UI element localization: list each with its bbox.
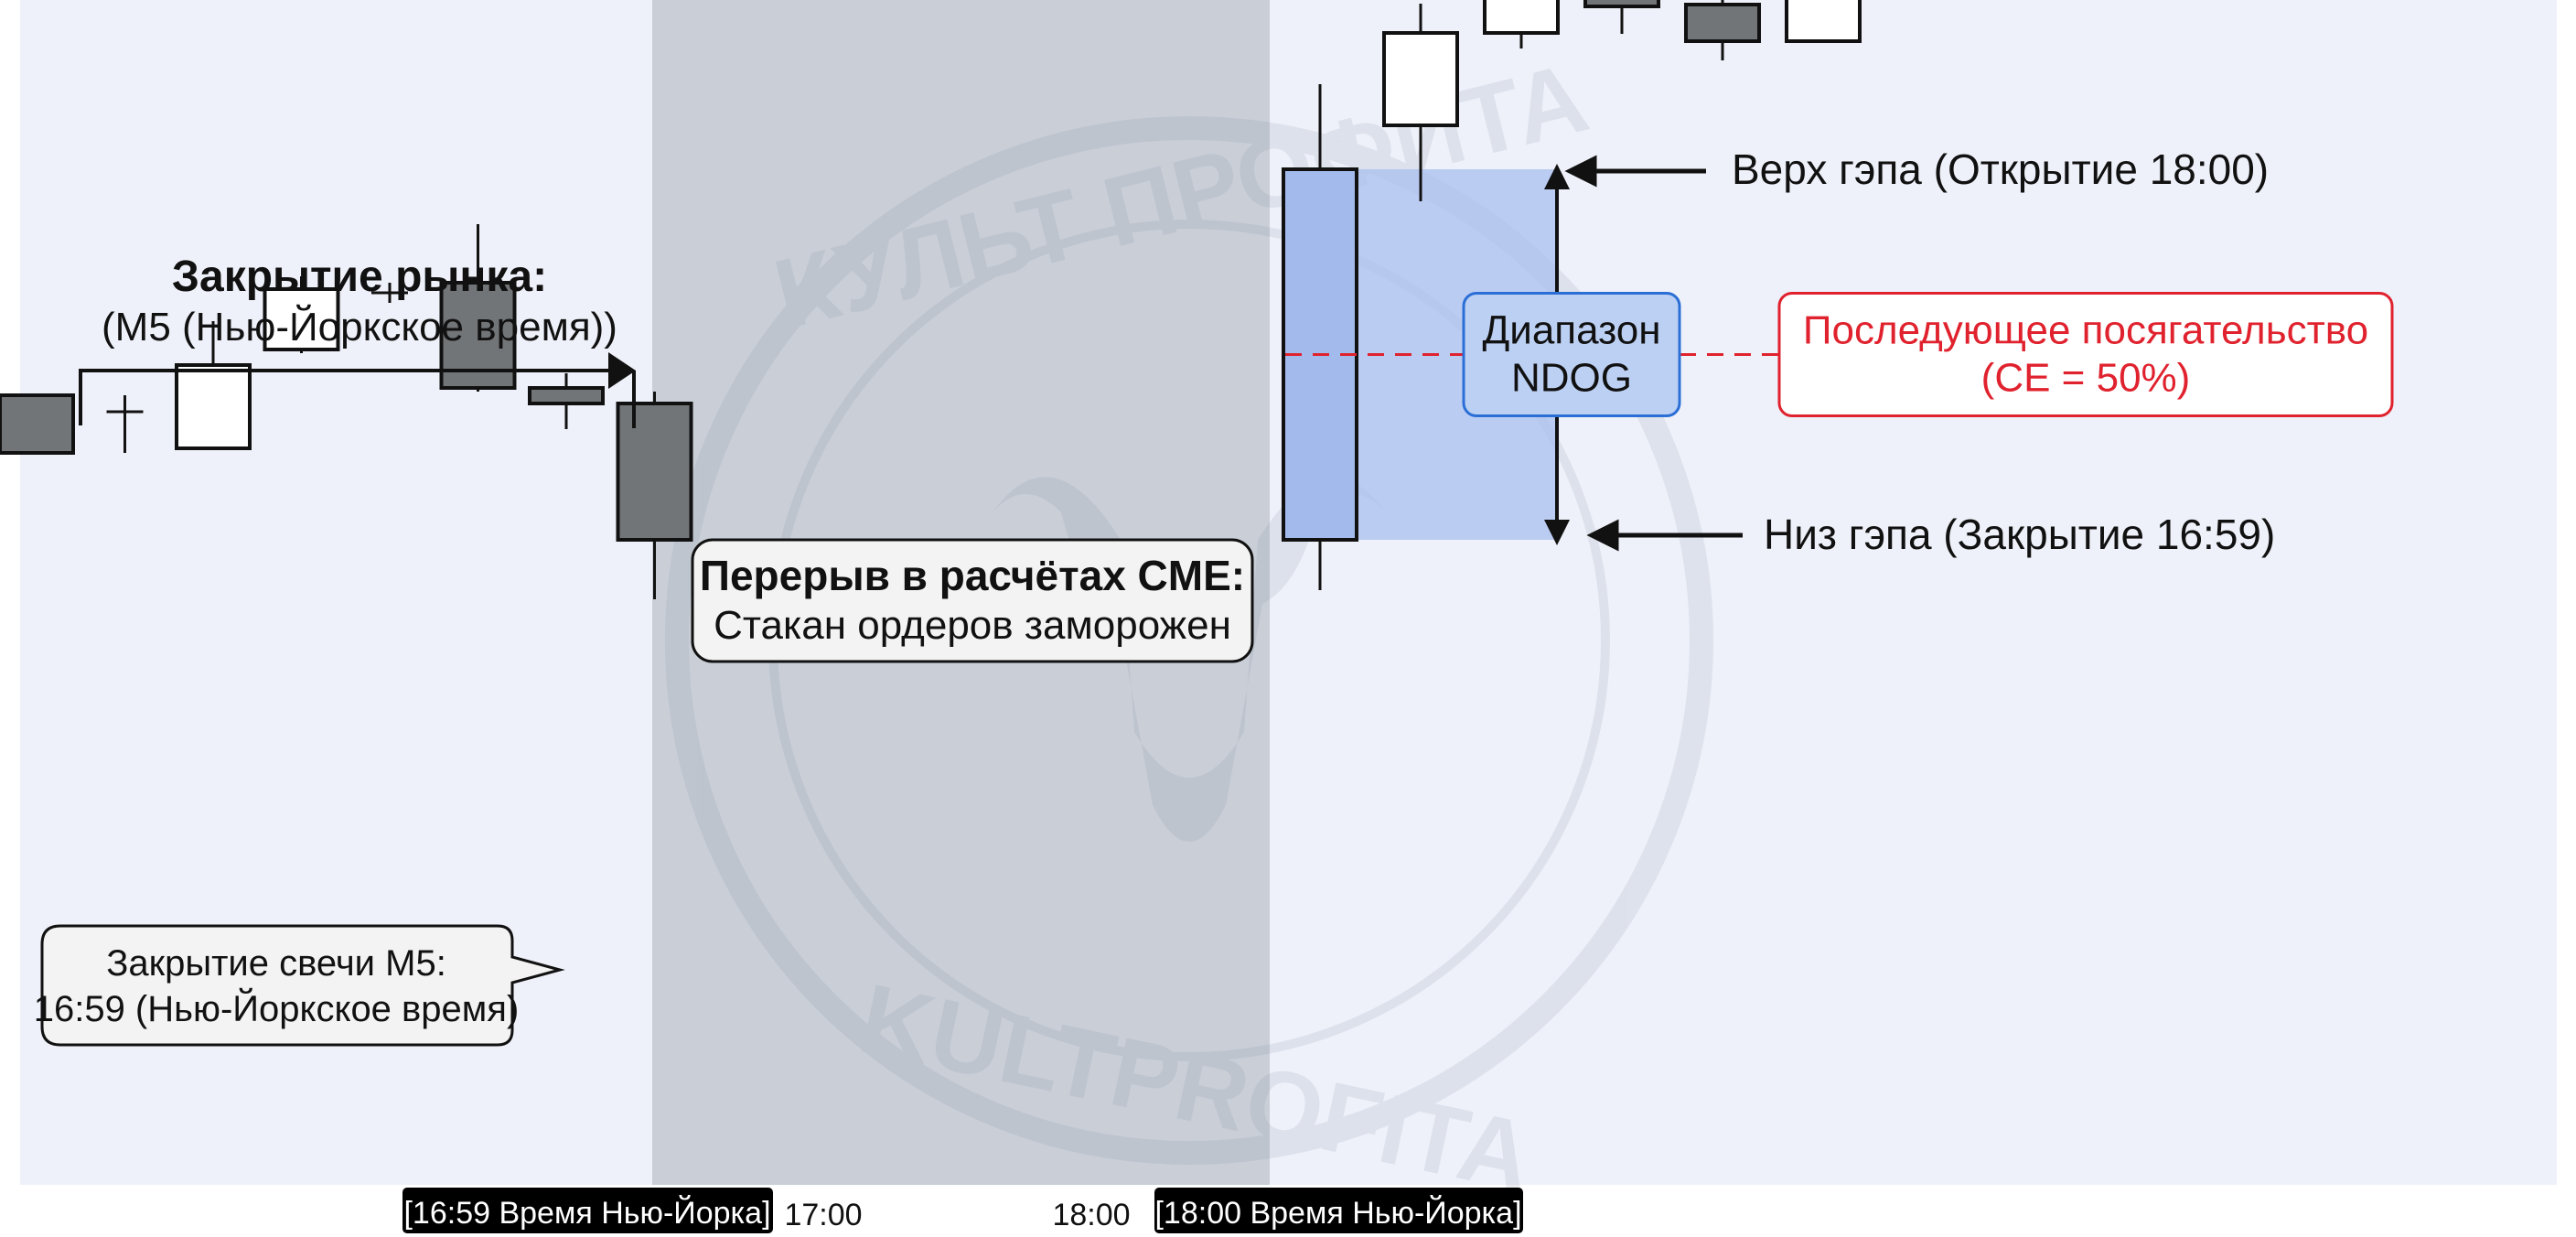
ce-label-line1: Последующее посягательство — [1803, 308, 2368, 353]
ndog-label-line1: Диапазон — [1482, 308, 1660, 353]
candle-body — [1382, 31, 1459, 127]
pre-close-candle — [616, 392, 693, 599]
callout-line2: 16:59 (Нью-Йоркское время) — [34, 987, 520, 1029]
post-open-candle — [1583, 0, 1660, 34]
close-bracket — [79, 369, 611, 425]
candle-body — [1684, 3, 1761, 43]
pre-close-candle — [371, 283, 408, 303]
callout-line1: Закрытие свечи M5: — [106, 943, 446, 984]
candle-body — [1785, 0, 1862, 43]
x-tick-1800: 18:00 — [1052, 1198, 1130, 1232]
gap-top-label: Верх гэпа (Открытие 18:00) — [1732, 145, 2269, 193]
pre-close-candle — [263, 276, 340, 353]
candle-body — [528, 386, 605, 405]
cme-pause-frame — [691, 538, 1254, 663]
pre-close-candle — [175, 321, 252, 450]
candle-body — [263, 287, 340, 351]
pre-close-candle — [528, 373, 605, 429]
time-tag-left-text: [16:59 Время Нью-Йорка] — [403, 1196, 770, 1231]
pre-close-candle — [106, 395, 144, 453]
close-bracket-arrowhead — [608, 352, 636, 389]
cme-pause-title: Перерыв в расчётах CME: — [700, 552, 1245, 599]
chart-title: Закрытие рынка: — [172, 253, 547, 301]
ndog-box — [1462, 292, 1681, 417]
candle-body — [1583, 0, 1660, 8]
ndog-label-box: Диапазон NDOG — [1462, 292, 1681, 417]
callout-bubble — [40, 924, 565, 1047]
ce-box — [1777, 292, 2394, 417]
ndog-label-line2: NDOG — [1511, 356, 1632, 401]
candle-body — [0, 393, 75, 455]
close-candle-callout: Закрытие свечи M5: 16:59 (Нью-Йоркское в… — [34, 924, 565, 1047]
gap-bottom-label: Низ гэпа (Закрытие 16:59) — [1764, 511, 2275, 558]
time-tag-right — [1154, 1188, 1523, 1233]
post-open-candle — [1684, 0, 1761, 60]
ce-label-box: Последующее посягательство (CE = 50%) — [1777, 292, 2394, 417]
post-open-candle — [1483, 0, 1560, 48]
right-border — [2557, 0, 2576, 1237]
post-open-candle — [1382, 4, 1459, 201]
chart-subtitle: (M5 (Нью-Йоркское время)) — [102, 303, 617, 350]
time-tag-left — [402, 1188, 773, 1233]
left-border — [0, 0, 20, 1237]
candle-body — [175, 363, 252, 450]
ce-label-line2: (CE = 50%) — [1981, 356, 2191, 401]
x-tick-1700: 17:00 — [784, 1198, 862, 1232]
post-open-candle — [1785, 0, 1862, 43]
candle-body — [1483, 0, 1560, 35]
x-axis: [16:59 Время Нью-Йорка] 17:00 18:00 [18:… — [402, 1188, 1523, 1233]
time-tag-right-text: [18:00 Время Нью-Йорка] — [1154, 1196, 1521, 1231]
cme-pause-subtitle: Стакан ордеров заморожен — [714, 603, 1231, 648]
cme-pause-box: Перерыв в расчётах CME: Стакан ордеров з… — [691, 538, 1254, 663]
pre-close-candle — [0, 393, 75, 455]
candle-body — [616, 402, 693, 542]
